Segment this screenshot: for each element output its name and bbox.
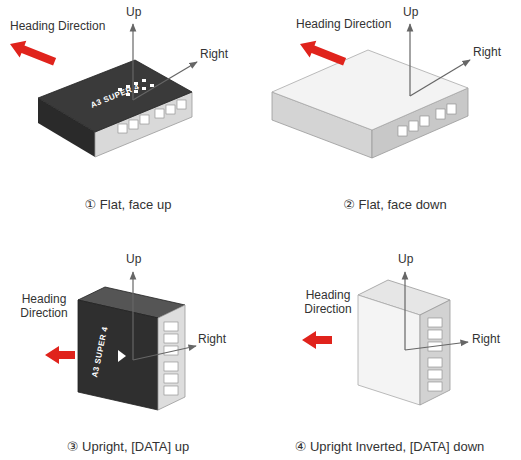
heading-label: Heading Direction <box>296 289 360 317</box>
up-axis <box>409 24 410 96</box>
axis-label: Right <box>473 46 501 60</box>
axis-label: Up <box>403 6 418 20</box>
caption-label: ③ Upright, [DATA] up <box>8 440 248 455</box>
heading-arrow <box>45 346 75 364</box>
caption-label: ④ Upright Inverted, [DATA] down <box>262 440 517 455</box>
controller-upright <box>78 287 185 410</box>
controller-face-up <box>38 60 192 157</box>
axis-label: Right <box>200 48 228 62</box>
controller-face-down <box>272 50 468 158</box>
axis-label: Up <box>126 253 141 267</box>
right-axis <box>133 62 197 100</box>
right-axis <box>133 346 196 360</box>
brand-label: A3 SUPER 4 <box>89 82 140 110</box>
brand-label: A3 SUPER 4 <box>90 326 110 378</box>
caption-label: ① Flat, face up <box>8 198 248 213</box>
axis-label: Up <box>398 253 413 267</box>
heading-arrow <box>10 41 56 66</box>
axis-label: Right <box>472 333 500 347</box>
axis-label: Right <box>198 333 226 347</box>
heading-label: Heading Direction <box>10 20 105 34</box>
up-axis <box>132 272 133 360</box>
caption-label: ② Flat, face down <box>275 198 515 213</box>
right-axis <box>410 60 470 96</box>
heading-arrow <box>300 41 346 66</box>
controller-upright-inverted <box>358 280 450 405</box>
heading-arrow <box>302 331 332 349</box>
right-axis <box>405 342 468 350</box>
axis-label: Up <box>126 6 141 20</box>
up-axis <box>404 272 405 350</box>
heading-label: Heading Direction <box>296 18 391 32</box>
heading-label: Heading Direction <box>12 293 76 321</box>
